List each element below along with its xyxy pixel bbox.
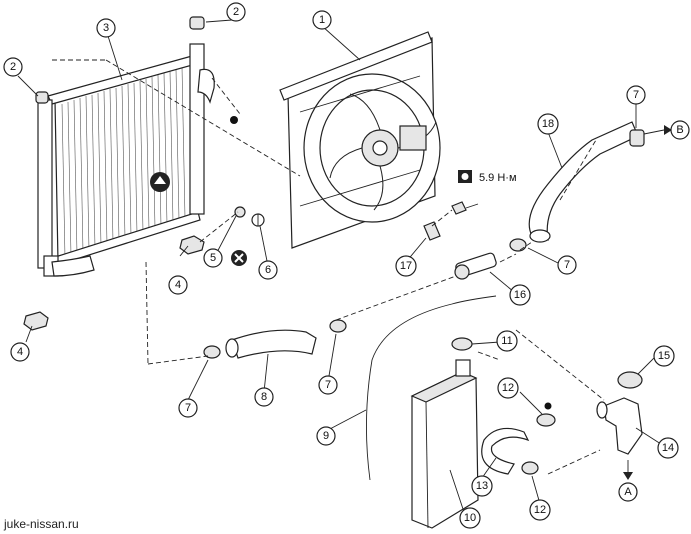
callout-6: 6 xyxy=(258,260,278,280)
callout-7-top-right: 7 xyxy=(626,85,646,105)
callout-17: 17 xyxy=(395,255,417,277)
svg-text:15: 15 xyxy=(658,350,670,362)
hose-clamp-small-lower xyxy=(521,461,539,475)
callout-16: 16 xyxy=(509,284,531,306)
svg-text:9: 9 xyxy=(323,430,329,442)
svg-text:2: 2 xyxy=(10,61,16,73)
water-outlet-housing xyxy=(596,397,643,455)
shroud-bolt xyxy=(451,201,479,215)
svg-text:10: 10 xyxy=(464,512,476,524)
hose-connector xyxy=(454,252,497,280)
connector-a: A xyxy=(618,482,638,502)
svg-text:13: 13 xyxy=(476,480,488,492)
torque-value: 5.9 Н·м xyxy=(479,172,517,184)
hose-clamp-lower xyxy=(203,345,221,359)
small-coolant-hose xyxy=(481,427,530,475)
leader-lines xyxy=(17,19,665,513)
callout-15: 15 xyxy=(653,345,675,367)
radiator xyxy=(37,43,215,277)
callout-1: 1 xyxy=(312,10,332,30)
callout-4-right: 4 xyxy=(168,275,188,295)
svg-text:7: 7 xyxy=(185,402,191,414)
svg-text:18: 18 xyxy=(542,118,554,130)
svg-text:6: 6 xyxy=(265,264,271,276)
svg-text:14: 14 xyxy=(662,442,674,454)
callout-3: 3 xyxy=(96,18,116,38)
svg-text:B: B xyxy=(676,124,683,136)
callout-5: 5 xyxy=(203,248,223,268)
svg-text:7: 7 xyxy=(633,89,639,101)
callout-8: 8 xyxy=(254,387,274,407)
svg-text:11: 11 xyxy=(501,335,512,347)
svg-text:5: 5 xyxy=(210,252,216,264)
alignment-lines xyxy=(52,59,605,475)
hose-clamp-small-upper xyxy=(536,413,556,427)
callout-13: 13 xyxy=(471,475,493,497)
watermark: juke-nissan.ru xyxy=(3,517,79,531)
callout-7-lower: 7 xyxy=(178,398,198,418)
radiator-mount-upper-right xyxy=(189,16,205,30)
outlet-cap xyxy=(617,371,643,389)
callout-2-top: 2 xyxy=(226,2,246,22)
callout-12-upper: 12 xyxy=(497,377,519,399)
hose-clamp-middle xyxy=(329,319,347,333)
drain-plug-seal xyxy=(234,206,246,218)
filled-dot-icon xyxy=(544,402,552,410)
svg-text:A: A xyxy=(624,486,632,498)
hose-clamp-connector xyxy=(509,238,527,252)
callout-10: 10 xyxy=(459,507,481,529)
callout-12-lower: 12 xyxy=(529,499,551,521)
svg-text:4: 4 xyxy=(17,346,23,358)
svg-text:7: 7 xyxy=(564,259,570,271)
svg-text:1: 1 xyxy=(319,14,325,26)
reservoir-cap xyxy=(451,337,473,351)
callout-7-connector: 7 xyxy=(557,255,577,275)
filled-dot-icon xyxy=(230,116,238,124)
lower-radiator-hose xyxy=(225,329,317,359)
drain-plug xyxy=(251,213,265,227)
svg-text:4: 4 xyxy=(175,279,181,291)
hose-bracket xyxy=(423,221,441,241)
lower-mount-insulator-left xyxy=(23,311,49,331)
callout-9: 9 xyxy=(316,426,336,446)
connector-b: B xyxy=(670,120,690,140)
overflow-tube xyxy=(365,295,497,481)
callout-4-left: 4 xyxy=(10,342,30,362)
arrow-to-a xyxy=(623,460,633,480)
lower-mount-insulator-right xyxy=(179,235,205,255)
circle-x-icon xyxy=(231,250,247,266)
svg-text:12: 12 xyxy=(534,504,546,516)
upper-radiator-hose xyxy=(528,121,639,243)
coolant-reservoir xyxy=(410,359,479,529)
callout-7-middle: 7 xyxy=(318,375,338,395)
svg-text:2: 2 xyxy=(233,6,239,18)
callout-2-left: 2 xyxy=(3,57,23,77)
callout-14: 14 xyxy=(657,437,679,459)
fan-shroud-assembly xyxy=(279,31,441,249)
callout-11: 11 xyxy=(496,330,518,352)
svg-text:3: 3 xyxy=(103,22,109,34)
svg-text:12: 12 xyxy=(502,382,514,394)
svg-text:16: 16 xyxy=(514,289,526,301)
hose-clamp-upper xyxy=(629,129,645,147)
arrow-to-b xyxy=(643,125,672,135)
svg-text:7: 7 xyxy=(325,379,331,391)
svg-text:17: 17 xyxy=(400,260,412,272)
torque-wrench-icon xyxy=(458,170,472,183)
callout-18: 18 xyxy=(537,113,559,135)
radiator-mount-upper-left xyxy=(35,91,49,104)
svg-text:8: 8 xyxy=(261,391,267,403)
